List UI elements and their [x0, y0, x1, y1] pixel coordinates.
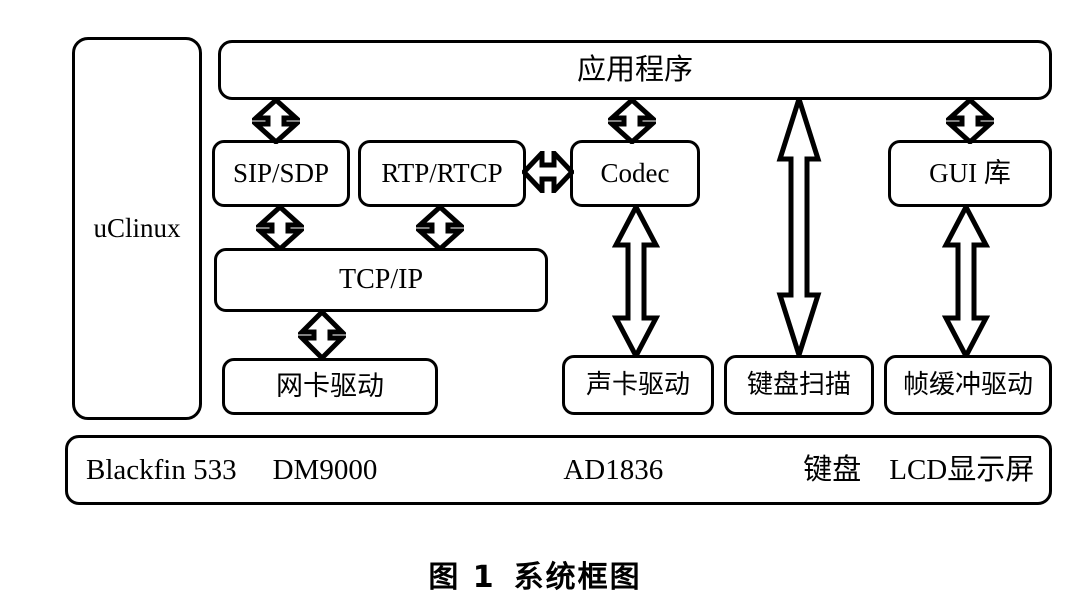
arrow-app-to-sip-sdp [252, 98, 300, 144]
arrow-app-to-keyboard-scan [776, 97, 822, 357]
block-keyboard-scan-label: 键盘扫描 [746, 370, 851, 400]
block-codec: Codec [570, 140, 700, 207]
arrow-app-to-gui-library [946, 98, 994, 144]
block-sip-sdp: SIP/SDP [212, 140, 350, 207]
figure-caption: 图 1 系统框图 [0, 552, 1070, 596]
block-network-card-driver-label: 网卡驱动 [276, 371, 384, 402]
hardware-item-blackfin: Blackfin 533 [86, 453, 237, 486]
block-sound-card-driver: 声卡驱动 [562, 355, 714, 415]
figure-caption-title: 系统框图 [513, 560, 642, 595]
block-gui-library: GUI 库 [888, 140, 1052, 207]
arrow-rtp-rtcp-to-tcp-ip [416, 205, 464, 251]
block-frame-buffer-driver: 帧缓冲驱动 [884, 355, 1052, 415]
block-uclinux-label: uClinux [93, 213, 181, 244]
figure-caption-number: 图 1 [428, 560, 496, 595]
block-rtp-rtcp-label: RTP/RTCP [381, 158, 503, 189]
block-application-label: 应用程序 [576, 53, 693, 86]
arrow-gui-library-to-frame-buffer-driver [942, 205, 990, 358]
block-gui-library-label: GUI 库 [929, 158, 1011, 189]
arrow-tcp-ip-to-network-card-driver [298, 310, 346, 360]
hardware-item-row: Blackfin 533 DM9000 AD1836 键盘 LCD显示屏 [68, 453, 1049, 486]
hardware-item-ad1836: AD1836 [563, 453, 664, 486]
arrow-sip-sdp-to-tcp-ip [256, 205, 304, 251]
block-tcp-ip: TCP/IP [214, 248, 548, 312]
hardware-item-lcd-display: LCD显示屏 [889, 453, 1035, 486]
block-hardware-layer: Blackfin 533 DM9000 AD1836 键盘 LCD显示屏 [65, 435, 1052, 505]
block-rtp-rtcp: RTP/RTCP [358, 140, 526, 207]
block-frame-buffer-driver-label: 帧缓冲驱动 [902, 370, 1033, 400]
block-uclinux: uClinux [72, 37, 202, 420]
block-sip-sdp-label: SIP/SDP [232, 158, 330, 189]
block-tcp-ip-label: TCP/IP [338, 264, 424, 296]
block-keyboard-scan: 键盘扫描 [724, 355, 874, 415]
block-application: 应用程序 [218, 40, 1052, 100]
arrow-app-to-codec [608, 98, 656, 144]
block-codec-label: Codec [600, 158, 670, 189]
block-sound-card-driver-label: 声卡驱动 [585, 370, 690, 400]
arrow-rtp-rtcp-to-codec [522, 151, 574, 193]
arrow-codec-to-sound-card-driver [612, 205, 660, 358]
hardware-item-keyboard: 键盘 [803, 453, 862, 486]
hardware-item-dm9000: DM9000 [272, 453, 378, 486]
block-network-card-driver: 网卡驱动 [222, 358, 438, 415]
